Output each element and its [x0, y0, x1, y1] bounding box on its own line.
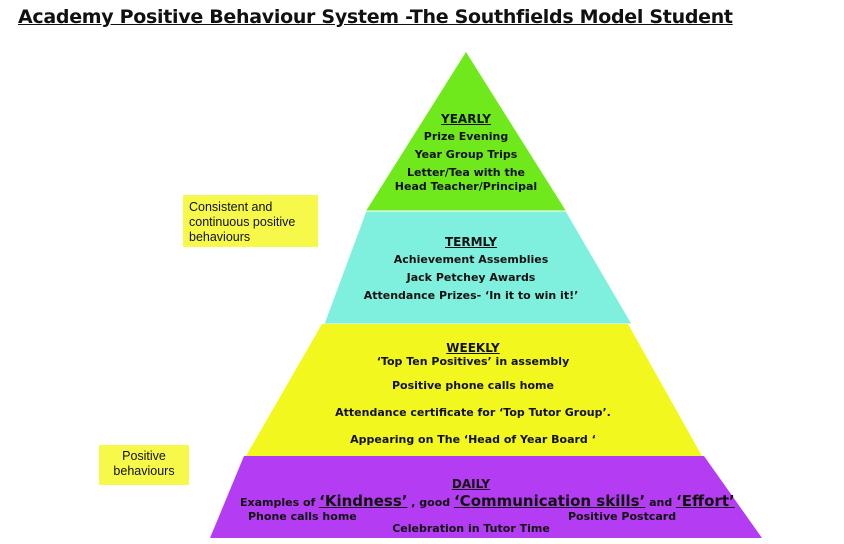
daily-phone: Phone calls home	[248, 510, 357, 523]
daily-celebration: Celebration in Tutor Time	[392, 522, 550, 535]
weekly-heading: WEEKLY	[446, 341, 500, 355]
tier-weekly: WEEKLY ‘Top Ten Positives’ in assembly P…	[300, 341, 646, 448]
daily-examples-line: Examples of ‘Kindness’ , good ‘Communica…	[240, 492, 735, 510]
tier-yearly-shape	[366, 52, 566, 211]
daily-heading: DAILY	[451, 477, 491, 491]
note-consistent: Consistent and continuous positive behav…	[183, 195, 318, 247]
termly-item: Achievement Assemblies	[393, 253, 549, 266]
termly-item: Attendance Prizes- ‘In it to win it!’	[363, 289, 579, 302]
tier-daily-heading: DAILY	[400, 475, 542, 493]
daily-postcard: Positive Postcard	[568, 510, 677, 523]
weekly-item: ‘Top Ten Positives’ in assembly	[376, 355, 570, 368]
tier-daily-shape	[210, 456, 762, 538]
yearly-item: Head Teacher/Principal	[394, 180, 538, 193]
page-title: Academy Positive Behaviour System -The S…	[18, 6, 733, 28]
termly-item: Jack Petchey Awards	[406, 271, 536, 284]
yearly-item: Prize Evening	[423, 130, 509, 143]
communication-label: ‘Communication skills’	[453, 492, 646, 510]
yearly-item: Year Group Trips	[414, 148, 518, 161]
weekly-item: Attendance certificate for ‘Top Tutor Gr…	[335, 406, 611, 419]
effort-label: ‘Effort’	[676, 492, 735, 510]
termly-heading: TERMLY	[444, 235, 498, 249]
weekly-item: Positive phone calls home	[392, 379, 554, 392]
yearly-item: Letter/Tea with the	[406, 166, 526, 179]
tier-termly-shape	[323, 210, 633, 325]
yearly-heading: YEARLY	[441, 112, 491, 126]
tier-weekly-shape	[246, 324, 702, 456]
tier-termly: TERMLY Achievement Assemblies Jack Petch…	[336, 233, 606, 305]
kindness-label: ‘Kindness’	[319, 492, 408, 510]
note-positive: Positive behaviours	[99, 445, 189, 485]
tier-yearly: YEARLY Prize Evening Year Group Trips Le…	[386, 110, 546, 194]
weekly-item: Appearing on The ‘Head of Year Board ‘	[350, 433, 596, 446]
